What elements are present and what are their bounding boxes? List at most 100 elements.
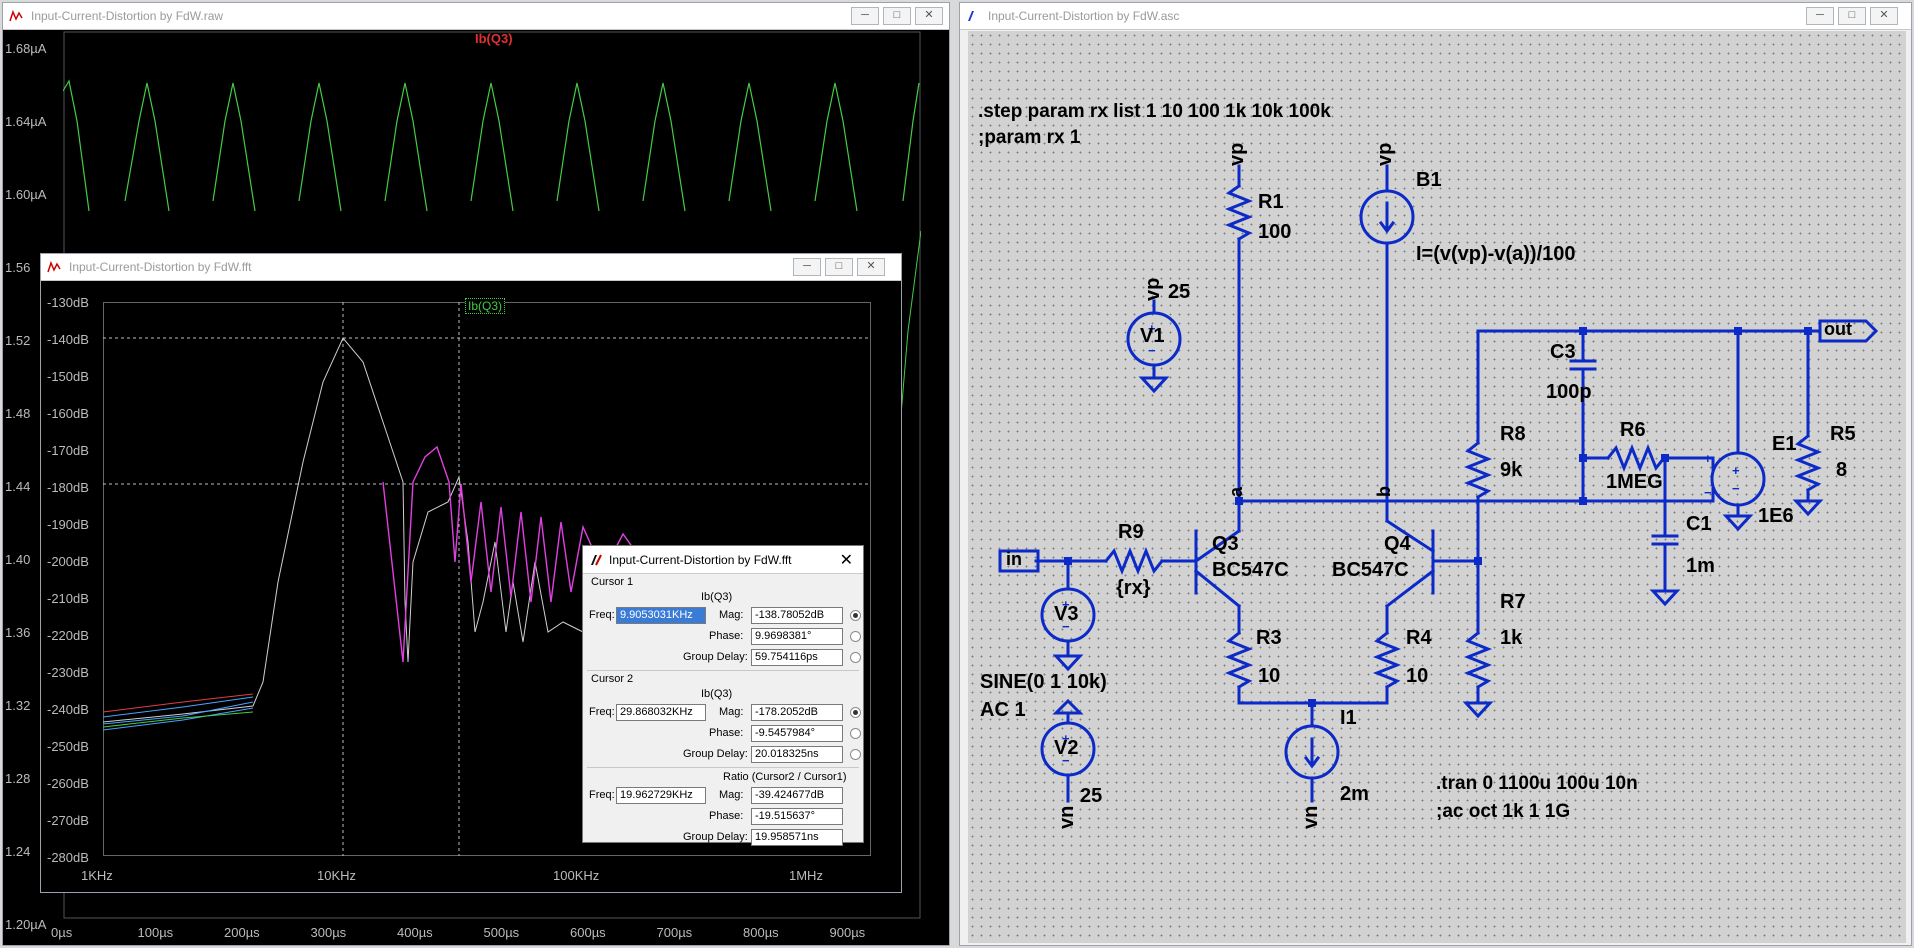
q4-label[interactable]: Q4 [1384,533,1411,555]
r5-value[interactable]: 8 [1836,459,1848,481]
schematic-canvas[interactable]: +− +− +− +− +− .step param rx list 1 10 … [968,31,1906,943]
cursor2-phase-radio[interactable] [850,728,861,739]
vn-net-label[interactable]: vn [1300,805,1322,829]
x-tick-label: 10KHz [317,868,357,883]
minimize-button[interactable]: ─ [793,258,821,276]
step-directive[interactable]: .step param rx list 1 10 100 1k 10k 100k [978,101,1331,122]
v3-label[interactable]: V3 [1054,603,1079,625]
v2-label[interactable]: V2 [1054,737,1079,759]
v1-value[interactable]: 25 [1168,281,1191,303]
maximize-button[interactable]: □ [825,258,853,276]
vp-net-label[interactable]: vp [1226,142,1248,166]
close-button[interactable]: ✕ [915,7,943,25]
ratio-freq-field[interactable]: 19.962729KHz [616,787,706,804]
r1-value[interactable]: 100 [1258,221,1292,243]
q4-value[interactable]: BC547C [1332,559,1409,581]
i1-value[interactable]: 2m [1340,783,1369,805]
ratio-gd-field[interactable]: 19.958571ns [751,829,843,846]
v1-label[interactable]: V1 [1140,325,1165,347]
ratio-mag-field[interactable]: -39.424677dB [751,787,843,804]
cursor1-phase-radio[interactable] [850,631,861,642]
r7-label[interactable]: R7 [1500,591,1526,613]
out-port-label[interactable]: out [1824,319,1852,339]
fft-trace-magenta [382,445,644,663]
x-tick-label: 700µs [656,925,693,940]
c3-label[interactable]: C3 [1550,341,1576,363]
c1-label[interactable]: C1 [1686,513,1712,535]
x-tick-label: 600µs [570,925,606,940]
cursor1-freq-field[interactable]: 9.9053031KHz [616,607,706,624]
vp-net-label[interactable]: vp [1142,277,1164,301]
cursor2-freq-field[interactable]: 29.868032KHz [616,704,706,721]
in-port-label[interactable]: in [1006,549,1022,569]
svg-text:+: + [1148,321,1156,336]
r4-label[interactable]: R4 [1406,627,1432,649]
cursor1-gd-radio[interactable] [850,652,861,663]
e1-label[interactable]: E1 [1772,433,1797,455]
ratio-phase-field[interactable]: -19.515637° [751,808,843,825]
net-b-label[interactable]: b [1374,486,1394,497]
cursor2-phase-field[interactable]: -9.5457984° [751,725,843,742]
cursor2-freq-label: Freq: [589,706,615,718]
r8-label[interactable]: R8 [1500,423,1526,445]
source-sine[interactable]: SINE(0 1 10k) [980,671,1107,693]
maximize-button[interactable]: □ [1838,7,1866,25]
vp-net-label[interactable]: vp [1374,142,1396,166]
r9-label[interactable]: R9 [1118,521,1144,543]
b1-value[interactable]: I=(v(vp)-v(a))/100 [1416,243,1576,265]
ac-directive[interactable]: ;ac oct 1k 1 1G [1436,801,1571,822]
close-icon[interactable]: ✕ [839,552,853,569]
q3-value[interactable]: BC547C [1212,559,1289,581]
cursor1-mag-radio[interactable] [850,610,861,621]
r3-label[interactable]: R3 [1256,627,1282,649]
minimize-button[interactable]: ─ [1806,7,1834,25]
y-tick-label: 1.60µA [5,187,47,202]
cursor1-gd-field[interactable]: 59.754116ps [751,649,843,666]
svg-text:−: − [1732,481,1740,496]
x-tick-label: 900µs [829,925,866,940]
q3-label[interactable]: Q3 [1212,533,1239,555]
waveform-titlebar[interactable]: Input-Current-Distortion by FdW.raw ─ □ … [3,3,949,30]
y-tick-label: 1.64µA [5,114,47,129]
schematic-titlebar[interactable]: Input-Current-Distortion by FdW.asc ─ □ … [960,3,1911,30]
v2-value[interactable]: 25 [1080,785,1103,807]
r3-value[interactable]: 10 [1258,665,1281,687]
r1-label[interactable]: R1 [1258,191,1284,213]
r6-value[interactable]: 1MEG [1606,471,1663,493]
cursor2-mag-field[interactable]: -178.2052dB [751,704,843,721]
r9-value[interactable]: {rx} [1116,577,1151,599]
r6-label[interactable]: R6 [1620,419,1646,441]
fft-titlebar[interactable]: Input-Current-Distortion by FdW.fft ─ □ … [41,254,901,281]
net-a-label[interactable]: a [1226,486,1246,497]
ratio-phase-label: Phase: [709,810,744,822]
tran-directive[interactable]: .tran 0 1100u 100u 10n [1436,773,1638,794]
cursor1-gd-label: Group Delay: [683,651,748,663]
minimize-button[interactable]: ─ [851,7,879,25]
maximize-button[interactable]: □ [883,7,911,25]
cursor2-mag-radio[interactable] [850,707,861,718]
param-directive[interactable]: ;param rx 1 [978,127,1081,148]
x-tick-label: 400µs [397,925,433,940]
r8-value[interactable]: 9k [1500,459,1523,481]
source-ac[interactable]: AC 1 [980,699,1026,721]
vn-net-label[interactable]: vn [1056,805,1078,829]
cursor2-gd-field[interactable]: 20.018325ns [751,746,843,763]
close-button[interactable]: ✕ [1870,7,1898,25]
r5-label[interactable]: R5 [1830,423,1856,445]
r7-value[interactable]: 1k [1500,627,1523,649]
close-button[interactable]: ✕ [857,258,885,276]
svg-text:+: + [1062,731,1070,746]
cursor-dialog-titlebar[interactable]: Input-Current-Distortion by FdW.fft ✕ [583,546,863,574]
c3-value[interactable]: 100p [1546,381,1592,403]
cursor1-phase-field[interactable]: 9.9698381° [751,628,843,645]
e1-value[interactable]: 1E6 [1758,505,1794,527]
b1-label[interactable]: B1 [1416,169,1442,191]
cursor2-gd-radio[interactable] [850,749,861,760]
waveform-trace-label[interactable]: Ib(Q3) [475,31,513,46]
i1-label[interactable]: I1 [1340,707,1357,729]
cursor1-mag-field[interactable]: -138.78052dB [751,607,843,624]
fft-trace-label[interactable]: Ib(Q3) [465,298,506,314]
c1-value[interactable]: 1m [1686,555,1715,577]
r4-value[interactable]: 10 [1406,665,1429,687]
y-tick-label: 1.24 [5,844,31,859]
